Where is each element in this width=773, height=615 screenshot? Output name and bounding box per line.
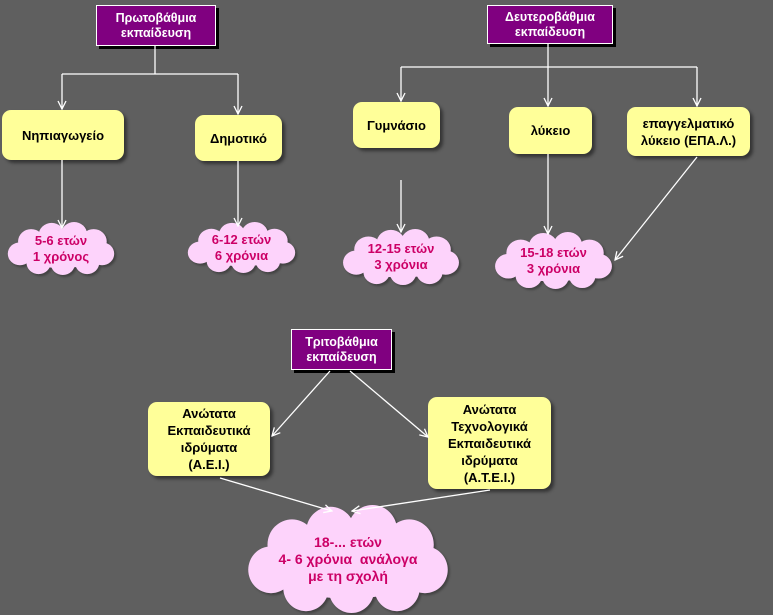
aei-label-line-3: ιδρύματα xyxy=(180,440,238,455)
cloud-text: 18-... ετών 4- 6 χρόνια ανάλογα με τη σχ… xyxy=(243,505,453,613)
primary-education-box: Πρωτοβάθμια εκπαίδευση xyxy=(96,5,216,46)
primary-title-line-2: εκπαίδευση xyxy=(120,25,192,40)
duration: 4- 6 χρόνια ανάλογα xyxy=(278,550,418,567)
elementary-duration-cloud: 6-12 ετών 6 χρόνια xyxy=(185,222,298,273)
age-range: 15-18 ετών xyxy=(520,244,587,260)
cloud-text: 12-15 ετών 3 χρόνια xyxy=(340,229,462,285)
aei-label-line-1: Ανώτατα xyxy=(182,406,236,421)
gymnasium-duration-cloud: 12-15 ετών 3 χρόνια xyxy=(340,229,462,285)
aei-label-line-4: (Α.Ε.Ι.) xyxy=(188,457,230,472)
atei-label-line-3: Εκπαιδευτικά xyxy=(448,435,531,451)
gymnasium-box: Γυμνάσιο xyxy=(353,102,440,148)
lyceum-duration-cloud: 15-18 ετών 3 χρόνια xyxy=(492,232,615,289)
aei-box: Ανώτατα Εκπαιδευτικά ιδρύματα (Α.Ε.Ι.) xyxy=(148,402,270,476)
age-range: 18-... ετών xyxy=(314,533,382,550)
vocational-lyceum-label-line-2: λύκειο (ΕΠΑ.Λ.) xyxy=(640,132,737,148)
lyceum-label: λύκειο xyxy=(530,123,571,138)
age-range: 5-6 ετών xyxy=(34,232,88,248)
kindergarten-duration-cloud: 5-6 ετών 1 χρόνος xyxy=(5,222,117,275)
age-range: 12-15 ετών xyxy=(367,241,435,256)
tertiary-education-box: Τριτοβάθμια εκπαίδευση xyxy=(291,329,392,370)
atei-label-line-4: ιδρύματα xyxy=(461,452,518,468)
arrow-to-aei xyxy=(272,370,331,436)
tertiary-title-line-1: Τριτοβάθμια xyxy=(305,334,378,349)
lyceum-box: λύκειο xyxy=(509,107,592,154)
tertiary-title-line-2: εκπαίδευση xyxy=(306,349,377,364)
primary-title-line-1: Πρωτοβάθμια xyxy=(115,10,197,25)
kindergarten-box: Νηπιαγωγείο xyxy=(2,110,124,160)
aei-label-line-2: Εκπαιδευτικά xyxy=(167,423,251,438)
kindergarten-label: Νηπιαγωγείο xyxy=(21,127,105,143)
vocational-lyceum-label-line-1: επαγγελματικό xyxy=(642,115,735,131)
atei-label-line-1: Ανώτατα xyxy=(462,401,517,417)
secondary-title-line-2: εκπαίδευση xyxy=(514,24,586,39)
vocational-lyceum-box: επαγγελματικό λύκειο (ΕΠΑ.Λ.) xyxy=(627,107,750,156)
atei-box: Ανώτατα Τεχνολογικά Εκπαιδευτικά ιδρύματ… xyxy=(428,397,551,489)
arrow-to-atei xyxy=(349,370,428,437)
elementary-school-label: Δημοτικό xyxy=(210,130,267,146)
tertiary-duration-cloud: 18-... ετών 4- 6 χρόνια ανάλογα με τη σχ… xyxy=(243,505,453,613)
duration: 3 χρόνια xyxy=(374,257,428,272)
arrow-vocational-lyceum-to-cloud xyxy=(615,156,698,260)
secondary-title-line-1: Δευτεροβάθμια xyxy=(505,9,595,24)
cloud-text: 15-18 ετών 3 χρόνια xyxy=(492,232,615,289)
elementary-school-box: Δημοτικό xyxy=(195,115,282,161)
duration: 6 χρόνια xyxy=(214,247,269,263)
atei-label-line-5: (Α.Τ.Ε.Ι.) xyxy=(463,469,516,485)
secondary-education-box: Δευτεροβάθμια εκπαίδευση xyxy=(487,5,613,44)
duration: 1 χρόνος xyxy=(32,248,90,264)
duration: 3 χρόνια xyxy=(526,260,581,276)
gymnasium-label: Γυμνάσιο xyxy=(366,117,426,133)
atei-label-line-2: Τεχνολογικά xyxy=(451,418,528,434)
duration-note: με τη σχολή xyxy=(308,567,388,584)
age-range: 6-12 ετών xyxy=(211,231,272,247)
cloud-text: 5-6 ετών 1 χρόνος xyxy=(5,222,117,275)
cloud-text: 6-12 ετών 6 χρόνια xyxy=(185,222,298,273)
